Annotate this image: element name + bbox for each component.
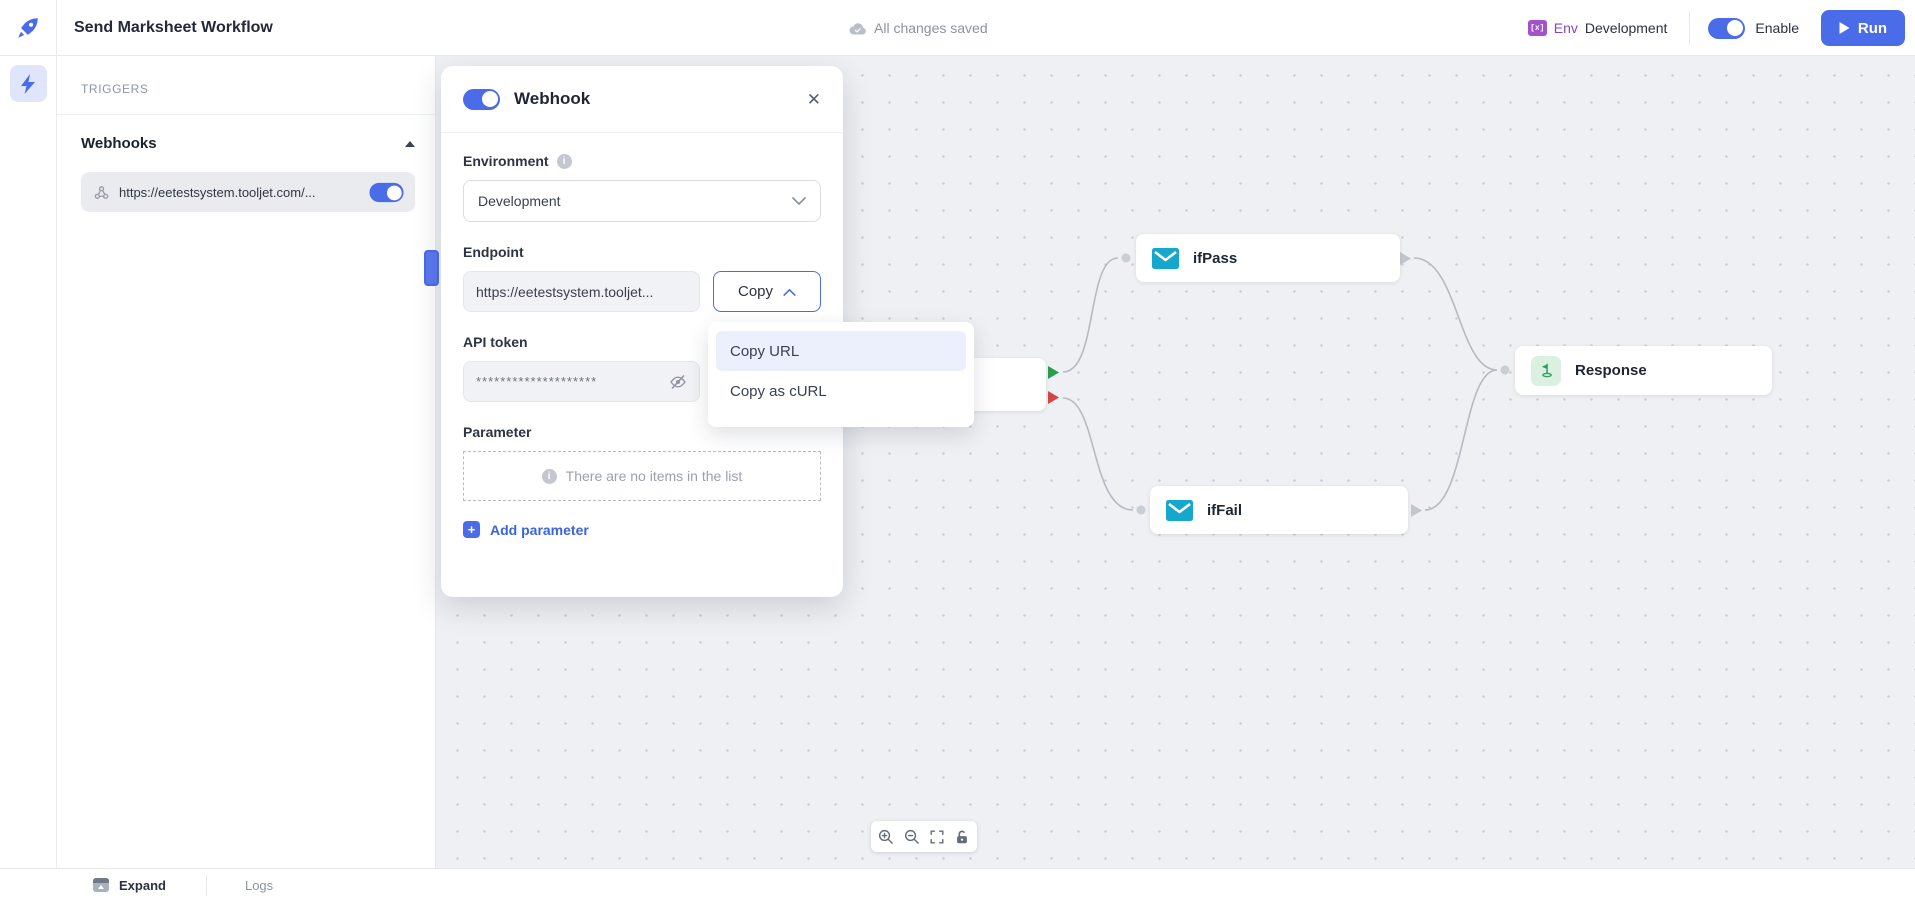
cloud-saved-icon (849, 22, 866, 34)
webhooks-group-title: Webhooks (81, 135, 157, 152)
response-in-port-icon[interactable] (1500, 365, 1510, 375)
environment-select[interactable]: Development (463, 180, 821, 222)
webhook-toggle[interactable] (369, 182, 404, 202)
workflow-edges (1048, 252, 1510, 517)
pass-port-icon[interactable] (1048, 366, 1059, 379)
eye-off-icon[interactable] (669, 374, 687, 390)
expand-button[interactable]: Expand (93, 878, 166, 893)
app-logo[interactable] (0, 0, 57, 56)
expand-label: Expand (119, 877, 166, 893)
node-label: ifFail (1207, 501, 1243, 519)
copy-url-menu-item[interactable]: Copy URL (716, 331, 966, 371)
iffail-out-port-icon[interactable] (1411, 504, 1422, 517)
node-response[interactable]: Response (1515, 346, 1772, 395)
left-rail (0, 56, 57, 868)
variable-icon: [x] (1527, 20, 1547, 36)
info-icon: i (541, 468, 557, 484)
logs-tab[interactable]: Logs (244, 877, 274, 893)
close-icon[interactable]: ✕ (806, 89, 821, 109)
webhook-trigger-node[interactable] (424, 250, 439, 286)
api-token-masked-value: ******************** (476, 374, 598, 389)
lock-button[interactable] (951, 826, 973, 848)
canvas-controls (871, 821, 977, 852)
parameter-field-label: Parameter (463, 424, 821, 440)
zoom-in-button[interactable] (875, 826, 897, 848)
node-label: Response (1575, 362, 1647, 379)
info-icon: i (556, 153, 572, 169)
triggers-section-title: TRIGGERS (57, 56, 435, 115)
run-label: Run (1857, 19, 1888, 37)
node-iffail[interactable]: ifFail (1150, 486, 1408, 534)
enable-toggle[interactable] (1708, 17, 1746, 39)
collapse-caret-icon[interactable] (405, 140, 415, 147)
edge-pass (1062, 257, 1119, 373)
endpoint-field-label: Endpoint (463, 244, 821, 260)
parameter-empty-box: i There are no items in the list (463, 451, 821, 501)
add-parameter-button[interactable]: + Add parameter (463, 521, 821, 538)
zoom-out-icon (904, 829, 919, 844)
zoom-in-icon (879, 829, 893, 844)
environment-label-text: Environment (463, 153, 549, 169)
bottom-bar: Expand Logs (0, 868, 1915, 901)
endpoint-input[interactable]: https://eetestsystem.tooljet... (463, 271, 700, 312)
node-label: ifPass (1193, 249, 1238, 267)
edge-iffail-response (1424, 369, 1498, 511)
edge-fail (1062, 397, 1134, 511)
fail-port-icon[interactable] (1048, 391, 1059, 404)
lock-icon (957, 830, 968, 843)
fit-view-button[interactable] (926, 826, 948, 848)
parameter-empty-text: There are no items in the list (565, 468, 743, 484)
chevron-down-icon (792, 196, 806, 205)
fit-view-icon (930, 830, 944, 843)
footer-divider (205, 875, 207, 895)
triggers-sidebar: TRIGGERS Webhooks https://eetestsystem.t… (57, 56, 436, 868)
copy-label: Copy (737, 283, 774, 300)
response-icon (1531, 355, 1561, 386)
enable-label: Enable (1755, 20, 1799, 36)
play-icon (1839, 22, 1850, 34)
run-button[interactable]: Run (1821, 10, 1905, 46)
save-status: All changes saved (849, 0, 988, 56)
ifpass-in-port-icon[interactable] (1121, 253, 1131, 263)
environment-field-label: Environment i (463, 153, 821, 169)
modal-title: Webhook (514, 89, 591, 108)
save-status-text: All changes saved (874, 20, 988, 36)
plus-icon: + (463, 521, 480, 538)
api-token-label-text: API token (463, 334, 528, 350)
webhook-list-item[interactable]: https://eetestsystem.tooljet.com/... (81, 172, 415, 212)
parameter-label-text: Parameter (463, 424, 532, 440)
copy-as-curl-menu-item[interactable]: Copy as cURL (730, 382, 827, 400)
webhook-icon (94, 185, 109, 199)
webhook-enabled-toggle[interactable] (463, 88, 500, 110)
edge-ifpass-response (1413, 257, 1498, 371)
page-title: Send Marksheet Workflow (74, 18, 273, 36)
copy-dropdown-menu: Copy URL Copy as cURL (708, 322, 974, 427)
api-token-input[interactable]: ******************** (463, 361, 700, 402)
endpoint-value: https://eetestsystem.tooljet... (476, 283, 654, 300)
webhook-url: https://eetestsystem.tooljet.com/... (119, 184, 316, 200)
endpoint-label-text: Endpoint (463, 244, 524, 260)
node-ifpass[interactable]: ifPass (1136, 234, 1400, 282)
endpoint-copy-button[interactable]: Copy (713, 271, 821, 312)
chevron-up-icon (783, 288, 796, 296)
triggers-rail-button[interactable] (9, 65, 47, 102)
mail-icon (1152, 247, 1179, 269)
add-parameter-label: Add parameter (490, 521, 589, 538)
topbar-divider (1689, 11, 1691, 45)
top-bar: Send Marksheet Workflow All changes save… (0, 0, 1915, 56)
environment-badge[interactable]: [x] Env Development (1527, 20, 1668, 36)
ifpass-out-port-icon[interactable] (1400, 252, 1411, 265)
mail-icon (1166, 499, 1193, 521)
env-label: Env (1553, 20, 1578, 36)
environment-selected-value: Development (478, 193, 561, 209)
api-token-field-label: API token (463, 334, 821, 350)
zoom-out-button[interactable] (900, 826, 922, 848)
iffail-in-port-icon[interactable] (1136, 505, 1146, 515)
lightning-icon (21, 73, 35, 94)
expand-panel-icon (93, 878, 109, 892)
rocket-icon (18, 17, 38, 38)
env-value: Development (1584, 20, 1668, 36)
